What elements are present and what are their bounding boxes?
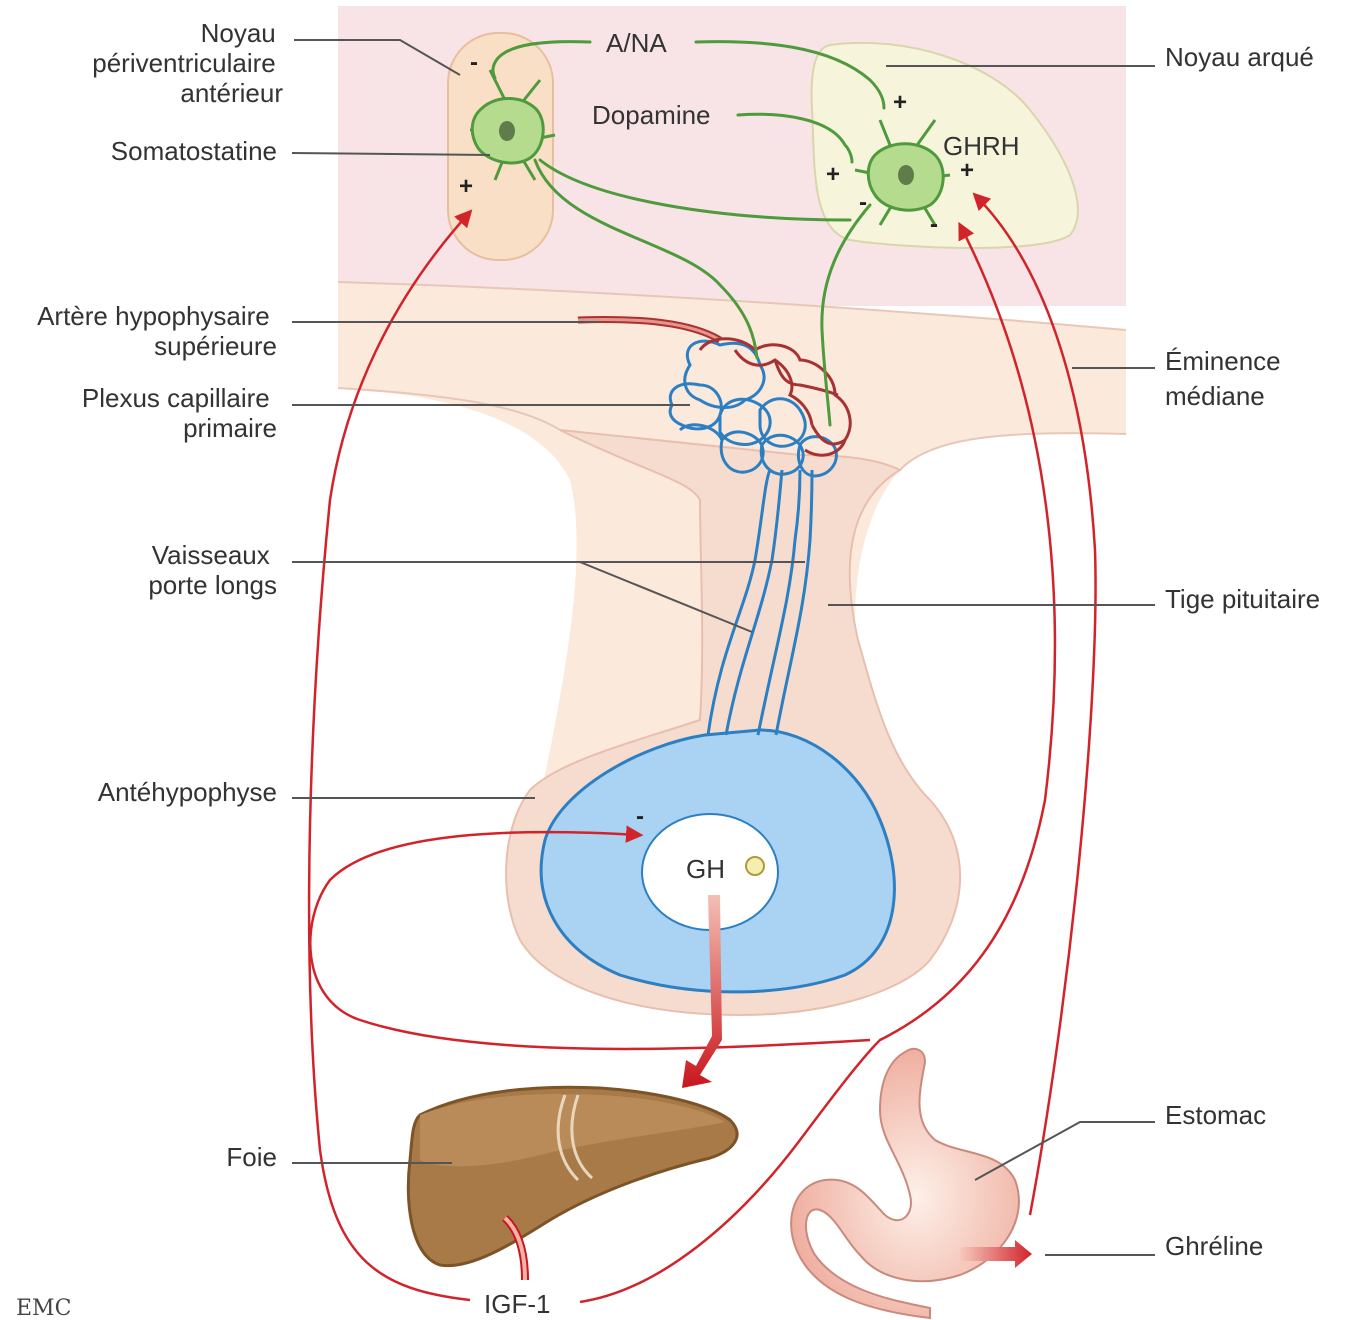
label-tige-pituitaire: Tige pituitaire [1165, 584, 1320, 614]
label-noyau-periventriculaire: Noyau périventriculaire antérieur [92, 18, 283, 108]
stomach [791, 1049, 1032, 1318]
sign-peri-bottom: + [459, 173, 473, 200]
gh-label: GH [686, 854, 725, 884]
sign-arc-left: + [826, 161, 840, 188]
emc-logo: EMC [16, 1296, 71, 1320]
label-estomac: Estomac [1165, 1100, 1266, 1130]
label-plexus-capillaire: Plexus capillaire primaire [82, 383, 277, 443]
label-ghrh: GHRH [943, 131, 1020, 161]
label-igf1: IGF-1 [484, 1289, 550, 1319]
label-antehypophyse: Antéhypophyse [98, 777, 277, 807]
label-somatostatine: Somatostatine [111, 136, 277, 166]
label-foie: Foie [226, 1142, 277, 1172]
label-noyau-arque: Noyau arqué [1165, 42, 1314, 72]
sign-arc-top: + [893, 89, 907, 116]
label-artere-hypophysaire: Artère hypophysaire supérieure [37, 301, 277, 361]
sign-peri-top: - [470, 49, 478, 76]
label-ghreline: Ghréline [1165, 1231, 1263, 1261]
label-ana: A/NA [606, 28, 667, 58]
label-eminence-mediane: Éminence médiane [1165, 346, 1288, 411]
liver [408, 1087, 737, 1280]
label-dopamine: Dopamine [592, 100, 711, 130]
sign-arc-right: + [960, 157, 974, 184]
sign-arc-bottom-minus: - [930, 211, 938, 238]
gh-granule [746, 857, 764, 875]
sign-gh-minus: - [636, 803, 644, 830]
label-vaisseaux-porte: Vaisseaux porte longs [148, 540, 277, 600]
sign-arc-left-minus: - [859, 189, 867, 216]
